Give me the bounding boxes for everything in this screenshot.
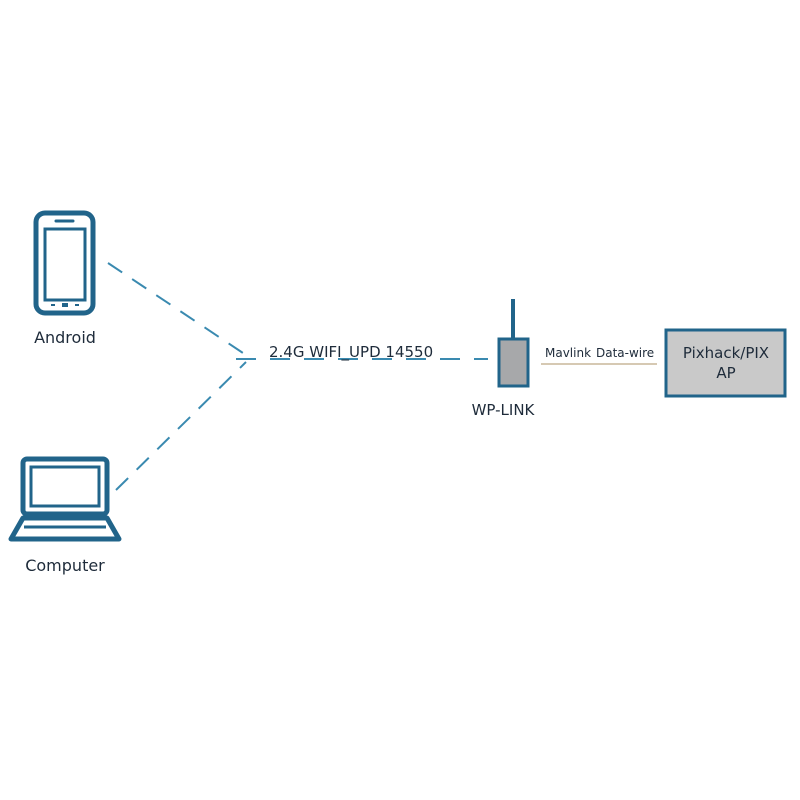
android-wifi-link [107, 262, 247, 356]
pixhack-label-line2: AP [716, 364, 735, 382]
pixhack-box [664, 328, 787, 398]
wifi-link-label: 2.4G WIFI_UPD 14550 [269, 343, 433, 362]
laptop-icon [8, 456, 122, 542]
mavlink-label: Mavlink [545, 346, 591, 360]
smartphone-icon [33, 210, 96, 316]
wp-link-label: WP-LINK [472, 401, 536, 419]
wifi-module-icon [497, 299, 530, 388]
android-label: Android [34, 328, 96, 347]
computer-label: Computer [25, 556, 105, 575]
pixhack-label-line1: Pixhack/PIX [683, 344, 769, 362]
computer-wifi-link [115, 361, 247, 491]
datawire-label: Data-wire [596, 346, 654, 360]
